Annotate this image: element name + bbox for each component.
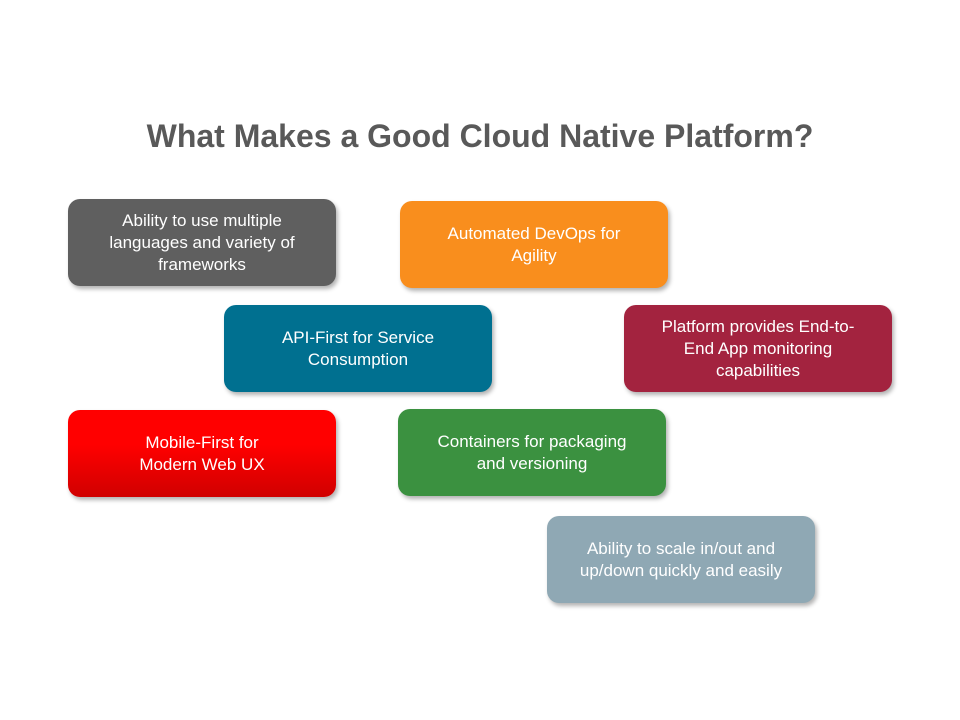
box-label: API-First for Service Consumption — [281, 327, 435, 369]
box-label: Containers for packaging and versioning — [437, 431, 627, 473]
box-label: Ability to scale in/out and up/down quic… — [579, 538, 783, 580]
box-label: Automated DevOps for Agility — [447, 223, 621, 265]
box-containers: Containers for packaging and versioning — [398, 409, 666, 496]
box-automated-devops: Automated DevOps for Agility — [400, 201, 668, 288]
slide-title: What Makes a Good Cloud Native Platform? — [146, 118, 814, 154]
box-scaling: Ability to scale in/out and up/down quic… — [547, 516, 815, 603]
box-app-monitoring: Platform provides End-to-End App monitor… — [624, 305, 892, 392]
box-mobile-first: Mobile-First for Modern Web UX — [68, 410, 336, 497]
box-label: Mobile-First for Modern Web UX — [139, 432, 265, 474]
box-api-first: API-First for Service Consumption — [224, 305, 492, 392]
box-label: Platform provides End-to-End App monitor… — [661, 316, 855, 380]
box-languages-frameworks: Ability to use multiple languages and va… — [68, 199, 336, 286]
box-label: Ability to use multiple languages and va… — [109, 210, 295, 274]
